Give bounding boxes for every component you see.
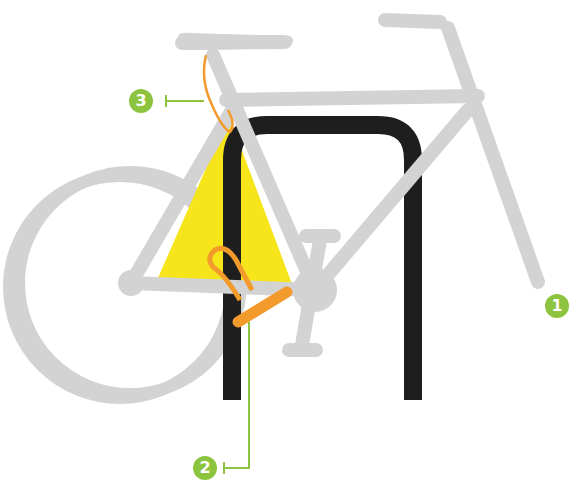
leader-tick <box>223 462 225 474</box>
bike-frame <box>131 20 538 350</box>
callout-number: 2 <box>199 460 210 476</box>
bottom-bracket <box>293 268 337 312</box>
callout-circle <box>193 456 217 480</box>
leader-tick <box>165 95 167 107</box>
callout-circle <box>545 294 569 318</box>
callout-number: 1 <box>551 298 562 314</box>
u-lock-bar <box>238 292 287 322</box>
u-lock-shackle <box>210 248 252 300</box>
callout-number: 3 <box>135 93 146 109</box>
saddle <box>178 33 293 50</box>
leader-line <box>224 322 249 468</box>
callout-circle <box>129 89 153 113</box>
cable-lock <box>204 55 233 132</box>
leader-line <box>166 100 204 102</box>
rear-hub <box>118 270 144 296</box>
